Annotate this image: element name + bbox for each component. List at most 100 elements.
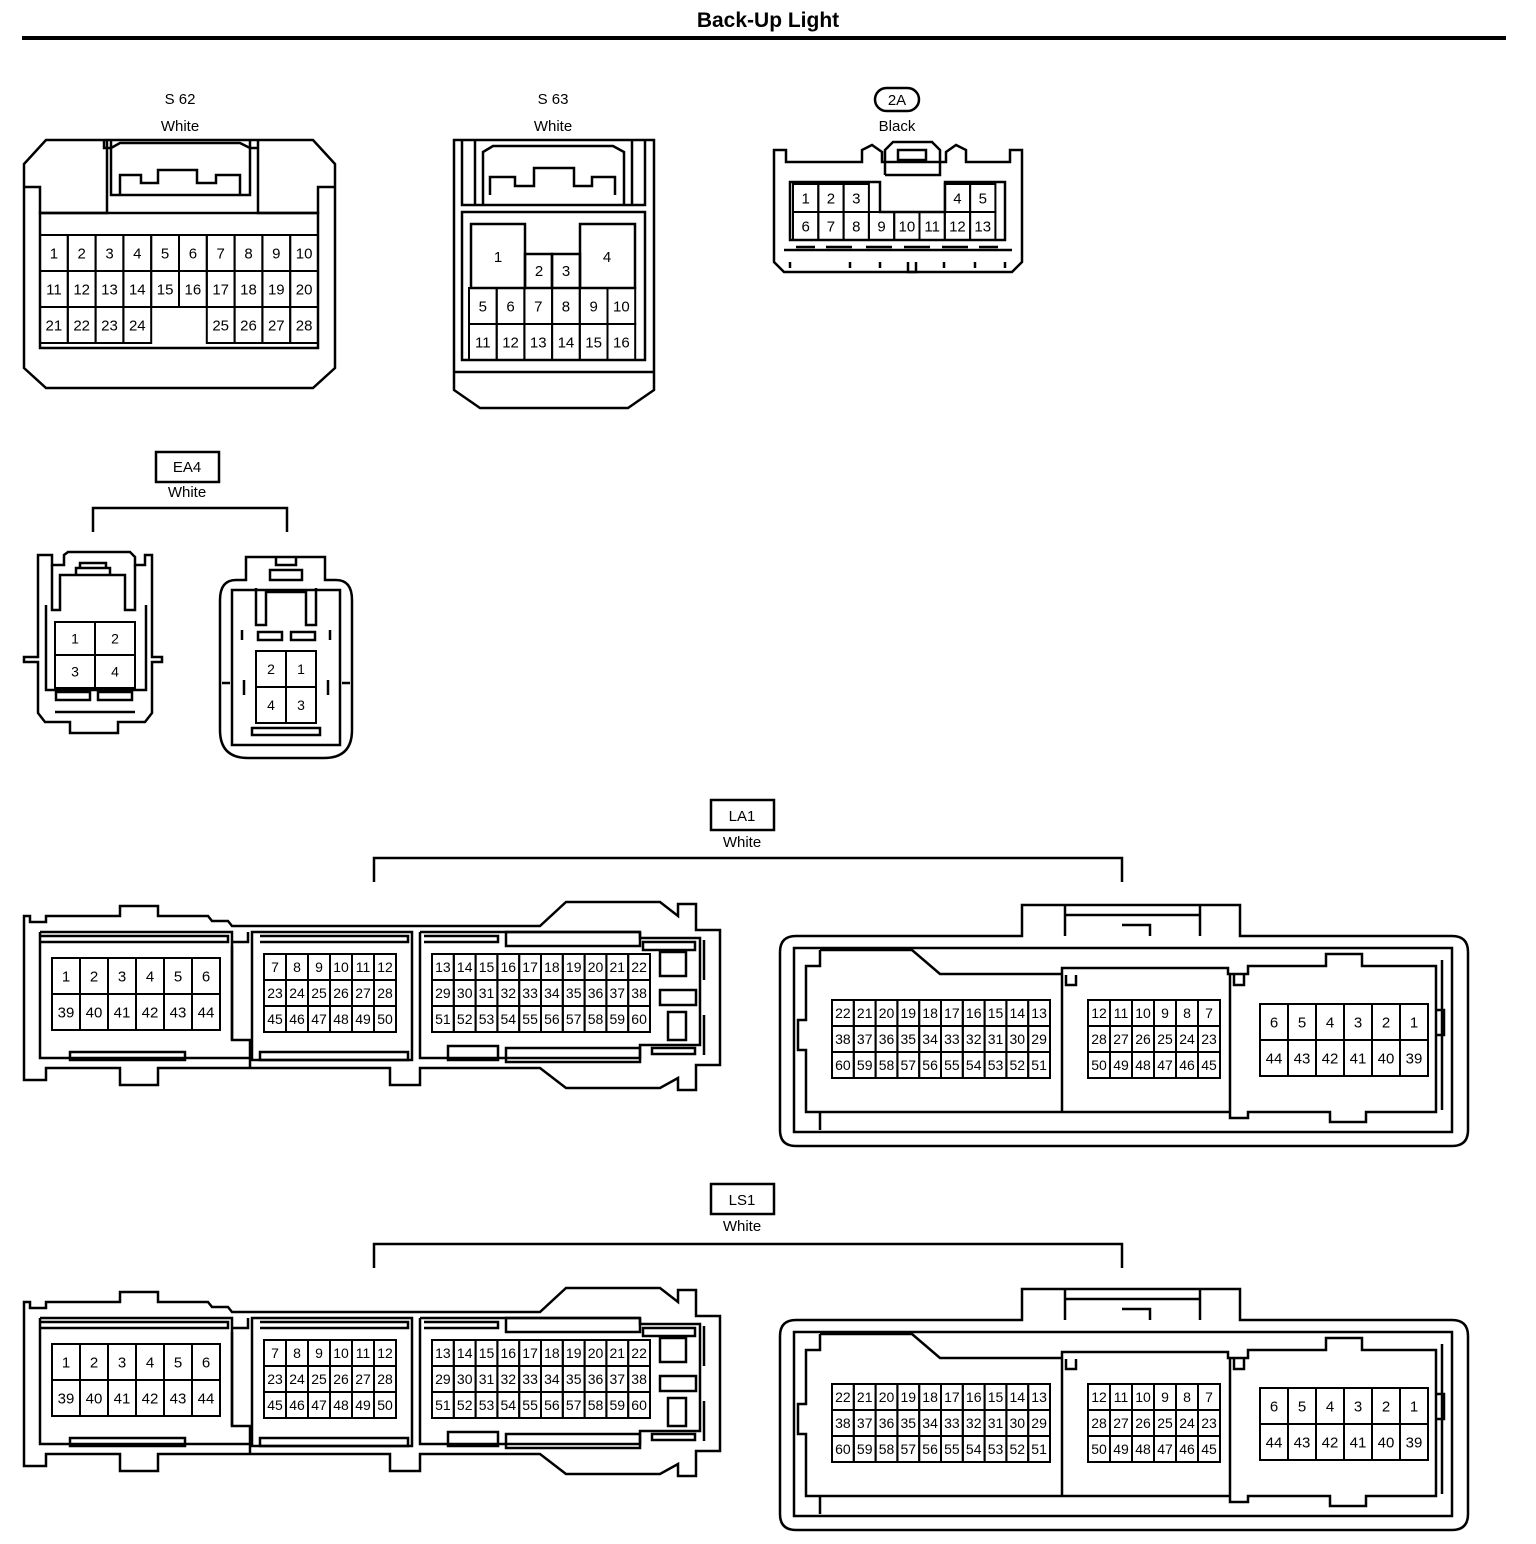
ls1-right-pin: 43: [1294, 1434, 1311, 1451]
s63-pin: 14: [558, 334, 575, 351]
s62-pin: 12: [73, 281, 90, 298]
ls1-left-pin: 30: [457, 1371, 473, 1387]
la1-left-pin: 27: [355, 985, 371, 1001]
ea4-left-pin: 1: [71, 631, 79, 647]
la1-right-pin: 33: [944, 1031, 960, 1047]
ls1-code: LS1: [729, 1192, 756, 1209]
la1-right-pin: 10: [1135, 1005, 1151, 1021]
la1-right-cavity: [1399, 1039, 1429, 1077]
ls1-right-pin: 23: [1201, 1415, 1217, 1431]
s62-pin: 10: [296, 245, 313, 262]
ls1-bracket: [372, 1242, 1124, 1268]
la1-left-pin: 58: [588, 1011, 604, 1027]
la1-left-pin: 10: [333, 959, 349, 975]
la1-left-pin: 47: [311, 1011, 327, 1027]
ls1-left-pin: 51: [435, 1397, 451, 1413]
ls1-right-pin: 58: [879, 1441, 895, 1457]
la1-left-cavity: [373, 1005, 397, 1033]
s62-pin: 5: [161, 245, 169, 262]
ls1-left-pin: 3: [118, 1354, 126, 1371]
la1-left-pin: 59: [610, 1011, 626, 1027]
ea4-right-slots: [222, 630, 350, 737]
s62-pin: 17: [212, 281, 229, 298]
la1-left-pin: 55: [522, 1011, 538, 1027]
ls1-left-pin: 53: [479, 1397, 495, 1413]
ls1-right-pin: 60: [835, 1441, 851, 1457]
ls1-right-pin: 7: [1205, 1389, 1213, 1405]
la1-right-pin: 30: [1010, 1031, 1026, 1047]
ea4-right-pin: 2: [267, 661, 275, 677]
la1-left-pin: 26: [333, 985, 349, 1001]
2a-base-ribs: [784, 245, 1012, 252]
s63-pin: 9: [589, 298, 597, 315]
s62-pin: 26: [240, 317, 257, 334]
ls1-right-pin: 53: [988, 1441, 1004, 1457]
la1-right-pin: 58: [879, 1057, 895, 1073]
ls1-right-pin: 30: [1010, 1415, 1026, 1431]
ls1-left-pin: 33: [522, 1371, 538, 1387]
la1-right-pin: 6: [1270, 1014, 1278, 1031]
la1-left-pin: 53: [479, 1011, 495, 1027]
ls1-left-pin: 60: [631, 1397, 647, 1413]
la1-left-pin: 40: [86, 1004, 103, 1021]
la1-right-pin: 54: [966, 1057, 982, 1073]
ea4-left-cavity: [94, 654, 136, 689]
la1-right-pin: 12: [1091, 1005, 1107, 1021]
s62-pin: 19: [268, 281, 285, 298]
la1-left-pin: 28: [377, 985, 393, 1001]
s63-pin: 11: [475, 334, 491, 351]
ls1-right-pin: 28: [1091, 1415, 1107, 1431]
ls1-left-pin: 12: [377, 1345, 393, 1361]
ls1-right-pin: 2: [1382, 1398, 1390, 1415]
ls1-right-pin: 33: [944, 1415, 960, 1431]
ea4-right-pin: 1: [297, 661, 305, 677]
la1-left-pin: 23: [267, 985, 283, 1001]
la1-left-pin: 7: [271, 959, 279, 975]
ls1-right-pin: 10: [1135, 1389, 1151, 1405]
ls1-left-pin: 22: [631, 1345, 647, 1361]
2a-cavity: [969, 211, 997, 241]
s63-latch: [460, 140, 647, 207]
ls1-right-pin: 46: [1179, 1441, 1195, 1457]
ls1-right-pin: 55: [944, 1441, 960, 1457]
la1-right-pin: 2: [1382, 1014, 1390, 1031]
ea4-left-pin: 4: [111, 664, 119, 680]
ls1-right-pin: 40: [1378, 1434, 1395, 1451]
ls1-left-pin: 26: [333, 1371, 349, 1387]
ls1-right-pin: 57: [901, 1441, 917, 1457]
s62-pin: 21: [46, 317, 63, 334]
s62-pin: 25: [212, 317, 229, 334]
ls1-left-pin: 49: [355, 1397, 371, 1413]
ls1-left-pin: 47: [311, 1397, 327, 1413]
la1-right-pin: 31: [988, 1031, 1004, 1047]
ls1-code-frame: [709, 1182, 776, 1216]
la1-left-pin: 9: [315, 959, 323, 975]
ls1-left-pin: 7: [271, 1345, 279, 1361]
la1-right-pin: 32: [966, 1031, 982, 1047]
s62-pin: 13: [101, 281, 118, 298]
la1-right-cavity: [1027, 1051, 1051, 1079]
la1-left-pin: 42: [142, 1004, 159, 1021]
ls1-right-pin: 29: [1031, 1415, 1047, 1431]
2a-pin: 7: [827, 218, 835, 235]
s62-cavity: [289, 306, 320, 344]
2a-pin: 2: [827, 190, 835, 207]
ls1-right-housing: [778, 1287, 1470, 1532]
ea4-left-pin: 2: [111, 631, 119, 647]
ls1-right-cavity: [1399, 1423, 1429, 1461]
ls1-right-pin: 52: [1010, 1441, 1026, 1457]
la1-left-pin: 43: [170, 1004, 187, 1021]
s63-base: [454, 210, 654, 374]
la1-right-pin: 21: [857, 1005, 873, 1021]
la1-left-pin: 50: [377, 1011, 393, 1027]
ls1-right-pin: 36: [879, 1415, 895, 1431]
s63-color: White: [534, 118, 572, 135]
ls1-left-pin: 39: [58, 1390, 75, 1407]
la1-right-pin: 50: [1091, 1057, 1107, 1073]
